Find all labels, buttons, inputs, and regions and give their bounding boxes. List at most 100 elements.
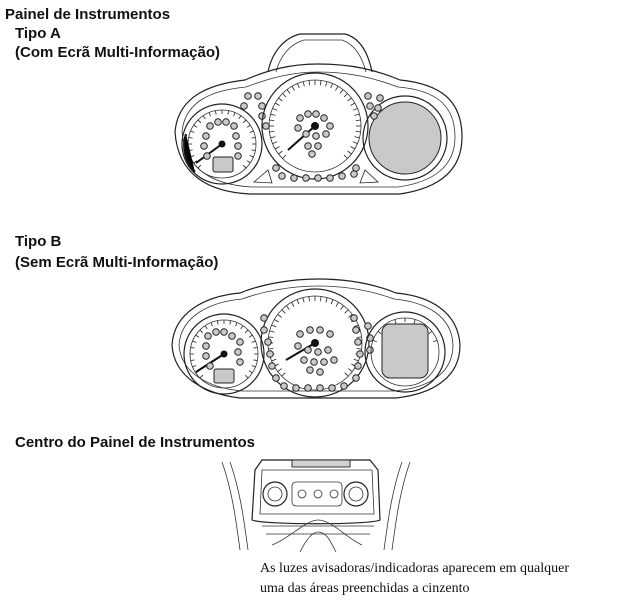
indicator-light xyxy=(254,92,262,100)
indicator-light xyxy=(304,346,312,354)
indicator-light xyxy=(322,130,330,138)
indicator-light xyxy=(260,314,268,322)
dial-tick xyxy=(188,149,193,152)
indicator-light xyxy=(240,102,248,110)
dial-tick xyxy=(242,164,247,169)
dial-tick xyxy=(286,305,290,310)
dial-tick xyxy=(344,372,349,377)
dial-tick xyxy=(204,325,208,330)
indicator-light xyxy=(366,346,374,354)
indicator-light xyxy=(278,172,286,180)
dial-tick xyxy=(355,119,361,122)
dial-tick xyxy=(190,359,195,362)
dial-tick xyxy=(348,368,353,372)
dial-tick xyxy=(190,155,195,158)
indicator-light xyxy=(292,384,300,392)
fuel-temperature-pod xyxy=(364,311,446,393)
dial-tick xyxy=(413,319,416,324)
indicator-light xyxy=(324,346,332,354)
dial-tick xyxy=(356,336,362,338)
indicator-light xyxy=(364,92,372,100)
indicator-light xyxy=(356,350,364,358)
dial-tick xyxy=(193,124,198,128)
dial-tick xyxy=(269,130,275,133)
type-b-title: Tipo B xyxy=(15,233,62,250)
tachometer-dial xyxy=(183,313,265,395)
dial-tick xyxy=(214,110,217,115)
caption-line-1: As luzes avisadoras/indicadoras aparecem… xyxy=(260,561,570,576)
climate-knob-left xyxy=(262,481,288,507)
indicator-light xyxy=(302,130,310,138)
indicator-light xyxy=(294,342,302,350)
dial-tick xyxy=(302,81,305,87)
indicator-light xyxy=(312,132,320,140)
indicator-light xyxy=(294,124,302,132)
indicator-light xyxy=(370,112,378,120)
indicator-light xyxy=(296,114,304,122)
indicator-light xyxy=(304,384,312,392)
dial-tick xyxy=(195,334,200,338)
climate-knob-right xyxy=(343,481,369,507)
dial-tick xyxy=(282,93,287,98)
indicator-light xyxy=(314,142,322,150)
dial-tick xyxy=(210,322,213,327)
indicator-light xyxy=(203,152,211,160)
dial-tick xyxy=(325,81,328,87)
indicator-light xyxy=(306,326,314,334)
dial-tick xyxy=(291,302,295,307)
dial-tick xyxy=(246,160,251,164)
indicator-light xyxy=(312,110,320,118)
indicator-light xyxy=(306,366,314,374)
indicator-light xyxy=(272,374,280,382)
indicator-light xyxy=(316,368,324,376)
indicator-light xyxy=(364,322,372,330)
indicator-light xyxy=(354,362,362,370)
dial-tick xyxy=(277,368,282,372)
dial-tick xyxy=(248,370,253,374)
dial-tick xyxy=(248,334,253,338)
dial-tick xyxy=(251,365,256,368)
dial-tick xyxy=(281,372,286,377)
indicator-light xyxy=(308,150,316,158)
dial-tick xyxy=(286,89,291,94)
dial-tick xyxy=(197,119,202,124)
indicator-light xyxy=(352,326,360,334)
indicator-light xyxy=(304,142,312,150)
dial-tick xyxy=(238,115,242,120)
dial-tick xyxy=(251,340,256,343)
dial-tick xyxy=(249,155,254,158)
indicator-light xyxy=(266,350,274,358)
dial-tick xyxy=(270,136,276,139)
type-a-title: Tipo A xyxy=(15,25,61,42)
dial-tick xyxy=(291,85,295,91)
dial-tick xyxy=(340,305,344,310)
dial-tick xyxy=(354,113,360,116)
dial-tick xyxy=(269,119,275,122)
dial-tick xyxy=(268,336,274,338)
dial-tick xyxy=(433,339,438,343)
dial-tick xyxy=(348,314,353,318)
indicator-light xyxy=(326,330,334,338)
dial-tick xyxy=(251,136,256,139)
dial-tick xyxy=(227,110,230,115)
indicator-light xyxy=(366,102,374,110)
dial-tick xyxy=(319,80,322,86)
dial-tick xyxy=(190,130,195,133)
indicator-light xyxy=(206,122,214,130)
indicator-light xyxy=(310,358,318,366)
dial-tick xyxy=(271,358,277,362)
indicator-light xyxy=(230,122,238,130)
dial-tick xyxy=(394,319,397,324)
indicator-light xyxy=(212,328,220,336)
dial-tick xyxy=(190,346,195,349)
dial-tick xyxy=(343,154,348,159)
dial-tick xyxy=(240,325,244,330)
dial-tick xyxy=(244,374,249,379)
indicator-light xyxy=(228,332,236,340)
indicator-light xyxy=(234,142,242,150)
dial-tick xyxy=(269,330,275,333)
dial-tick xyxy=(281,309,286,314)
dial-tick xyxy=(353,358,359,362)
